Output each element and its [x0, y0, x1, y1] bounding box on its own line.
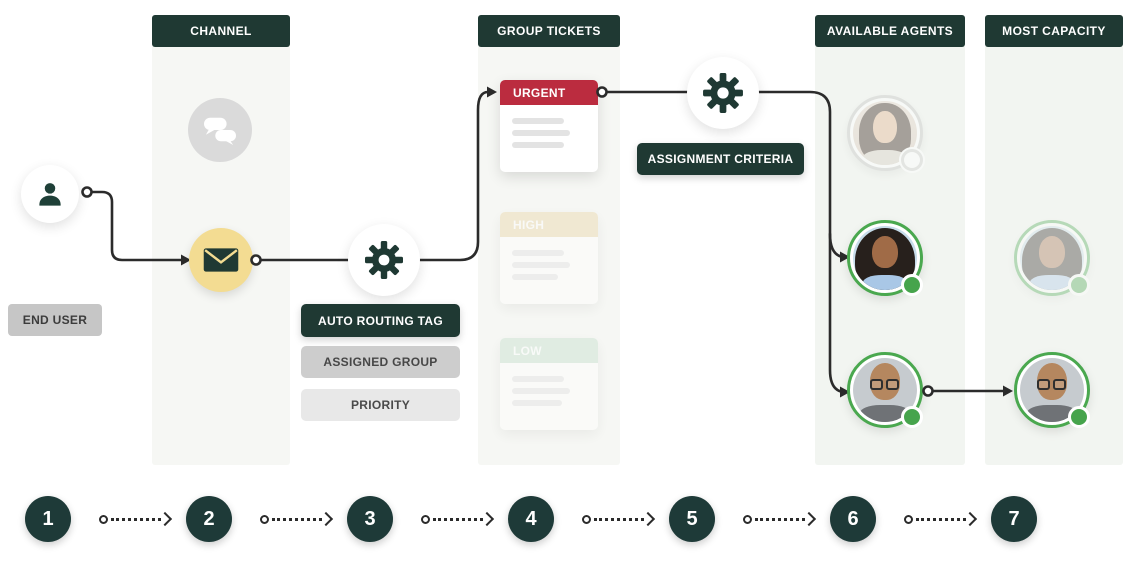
arrow-icon [640, 511, 656, 527]
dotted-line [433, 517, 483, 521]
dotted-line [755, 517, 805, 521]
step-connector [393, 511, 508, 527]
glasses [1037, 379, 1068, 391]
priority-label: PRIORITY [301, 389, 460, 421]
status-dot-online [1068, 406, 1090, 428]
assignment-node [687, 57, 759, 129]
capacity-avatar-inactive [1014, 220, 1090, 296]
step-connector [876, 511, 991, 527]
face [1036, 363, 1068, 401]
end-user-node [21, 165, 79, 223]
channel-chat-node [188, 98, 252, 162]
text-line [512, 388, 570, 394]
arrow-icon [801, 511, 817, 527]
step-circle-7: 7 [991, 496, 1037, 542]
ticket-low-label: LOW [500, 338, 598, 363]
agent-avatar-online-1 [847, 220, 923, 296]
step-connector [232, 511, 347, 527]
email-icon [203, 248, 239, 272]
text-line [512, 376, 564, 382]
face [872, 236, 898, 269]
step-circle-2: 2 [186, 496, 232, 542]
step-connector [71, 511, 186, 527]
face [1039, 236, 1065, 269]
text-line [512, 274, 558, 280]
text-line [512, 250, 564, 256]
connector-origin-icon [260, 514, 269, 524]
status-dot-online [901, 274, 923, 296]
avatar-photo [1020, 226, 1084, 290]
step-connector [554, 511, 669, 527]
step-circle-4: 4 [508, 496, 554, 542]
capacity-avatar-selected [1014, 352, 1090, 428]
glasses [870, 379, 901, 391]
ticket-low: LOW [500, 338, 598, 430]
status-dot-online [1068, 274, 1090, 296]
ticket-low-body [500, 363, 598, 430]
ticket-high-label: HIGH [500, 212, 598, 237]
column-header-channel: CHANNEL [152, 15, 290, 47]
face [869, 363, 901, 401]
ticket-high-body [500, 237, 598, 304]
face [873, 110, 897, 143]
step-circle-5: 5 [669, 496, 715, 542]
agent-avatar-online-2 [847, 352, 923, 428]
arrow-icon [157, 511, 173, 527]
agent-avatar-offline [847, 95, 923, 171]
arrow-icon [318, 511, 334, 527]
column-header-most-capacity: MOST CAPACITY [985, 15, 1123, 47]
status-dot-online [901, 406, 923, 428]
gear-icon [365, 241, 403, 279]
lens [870, 379, 884, 391]
step-connector [715, 511, 830, 527]
dotted-line [272, 517, 322, 521]
arrow-icon [962, 511, 978, 527]
column-header-available-agents: AVAILABLE AGENTS [815, 15, 965, 47]
end-user-label: END USER [8, 304, 102, 336]
connector-origin-icon [743, 514, 752, 524]
avatar-photo [1020, 358, 1084, 422]
lens [886, 379, 900, 391]
dotted-line [916, 517, 966, 521]
torso [1029, 275, 1075, 290]
chat-bubbles-icon [204, 117, 236, 146]
torso [1027, 404, 1077, 422]
connector-origin-icon [582, 514, 591, 524]
assigned-group-label: ASSIGNED GROUP [301, 346, 460, 378]
ticket-high: HIGH [500, 212, 598, 304]
gear-icon [703, 73, 743, 113]
text-line [512, 400, 562, 406]
process-steps: 1 2 3 4 5 6 7 [25, 496, 1037, 542]
ticket-urgent: URGENT [500, 80, 598, 172]
torso [860, 404, 910, 422]
assignment-criteria-label: ASSIGNMENT CRITERIA [637, 143, 804, 175]
step-circle-1: 1 [25, 496, 71, 542]
channel-email-node [189, 228, 253, 292]
column-header-group-tickets: GROUP TICKETS [478, 15, 620, 47]
arrow-icon [479, 511, 495, 527]
torso [862, 275, 908, 290]
ticket-urgent-body [500, 105, 598, 172]
dotted-line [594, 517, 644, 521]
lens [1037, 379, 1051, 391]
torso [863, 149, 907, 165]
step-circle-3: 3 [347, 496, 393, 542]
auto-routing-node [348, 224, 420, 296]
auto-routing-tag-label: AUTO ROUTING TAG [301, 304, 460, 337]
text-line [512, 142, 564, 148]
step-circle-6: 6 [830, 496, 876, 542]
text-line [512, 118, 564, 124]
lens [1053, 379, 1067, 391]
dotted-line [111, 517, 161, 521]
status-dot-offline [901, 149, 923, 171]
ticket-urgent-label: URGENT [500, 80, 598, 105]
connector-origin-icon [99, 514, 108, 524]
person-icon [39, 183, 61, 206]
connector-origin-icon [904, 514, 913, 524]
text-line [512, 130, 570, 136]
text-line [512, 262, 570, 268]
connector-origin-icon [421, 514, 430, 524]
